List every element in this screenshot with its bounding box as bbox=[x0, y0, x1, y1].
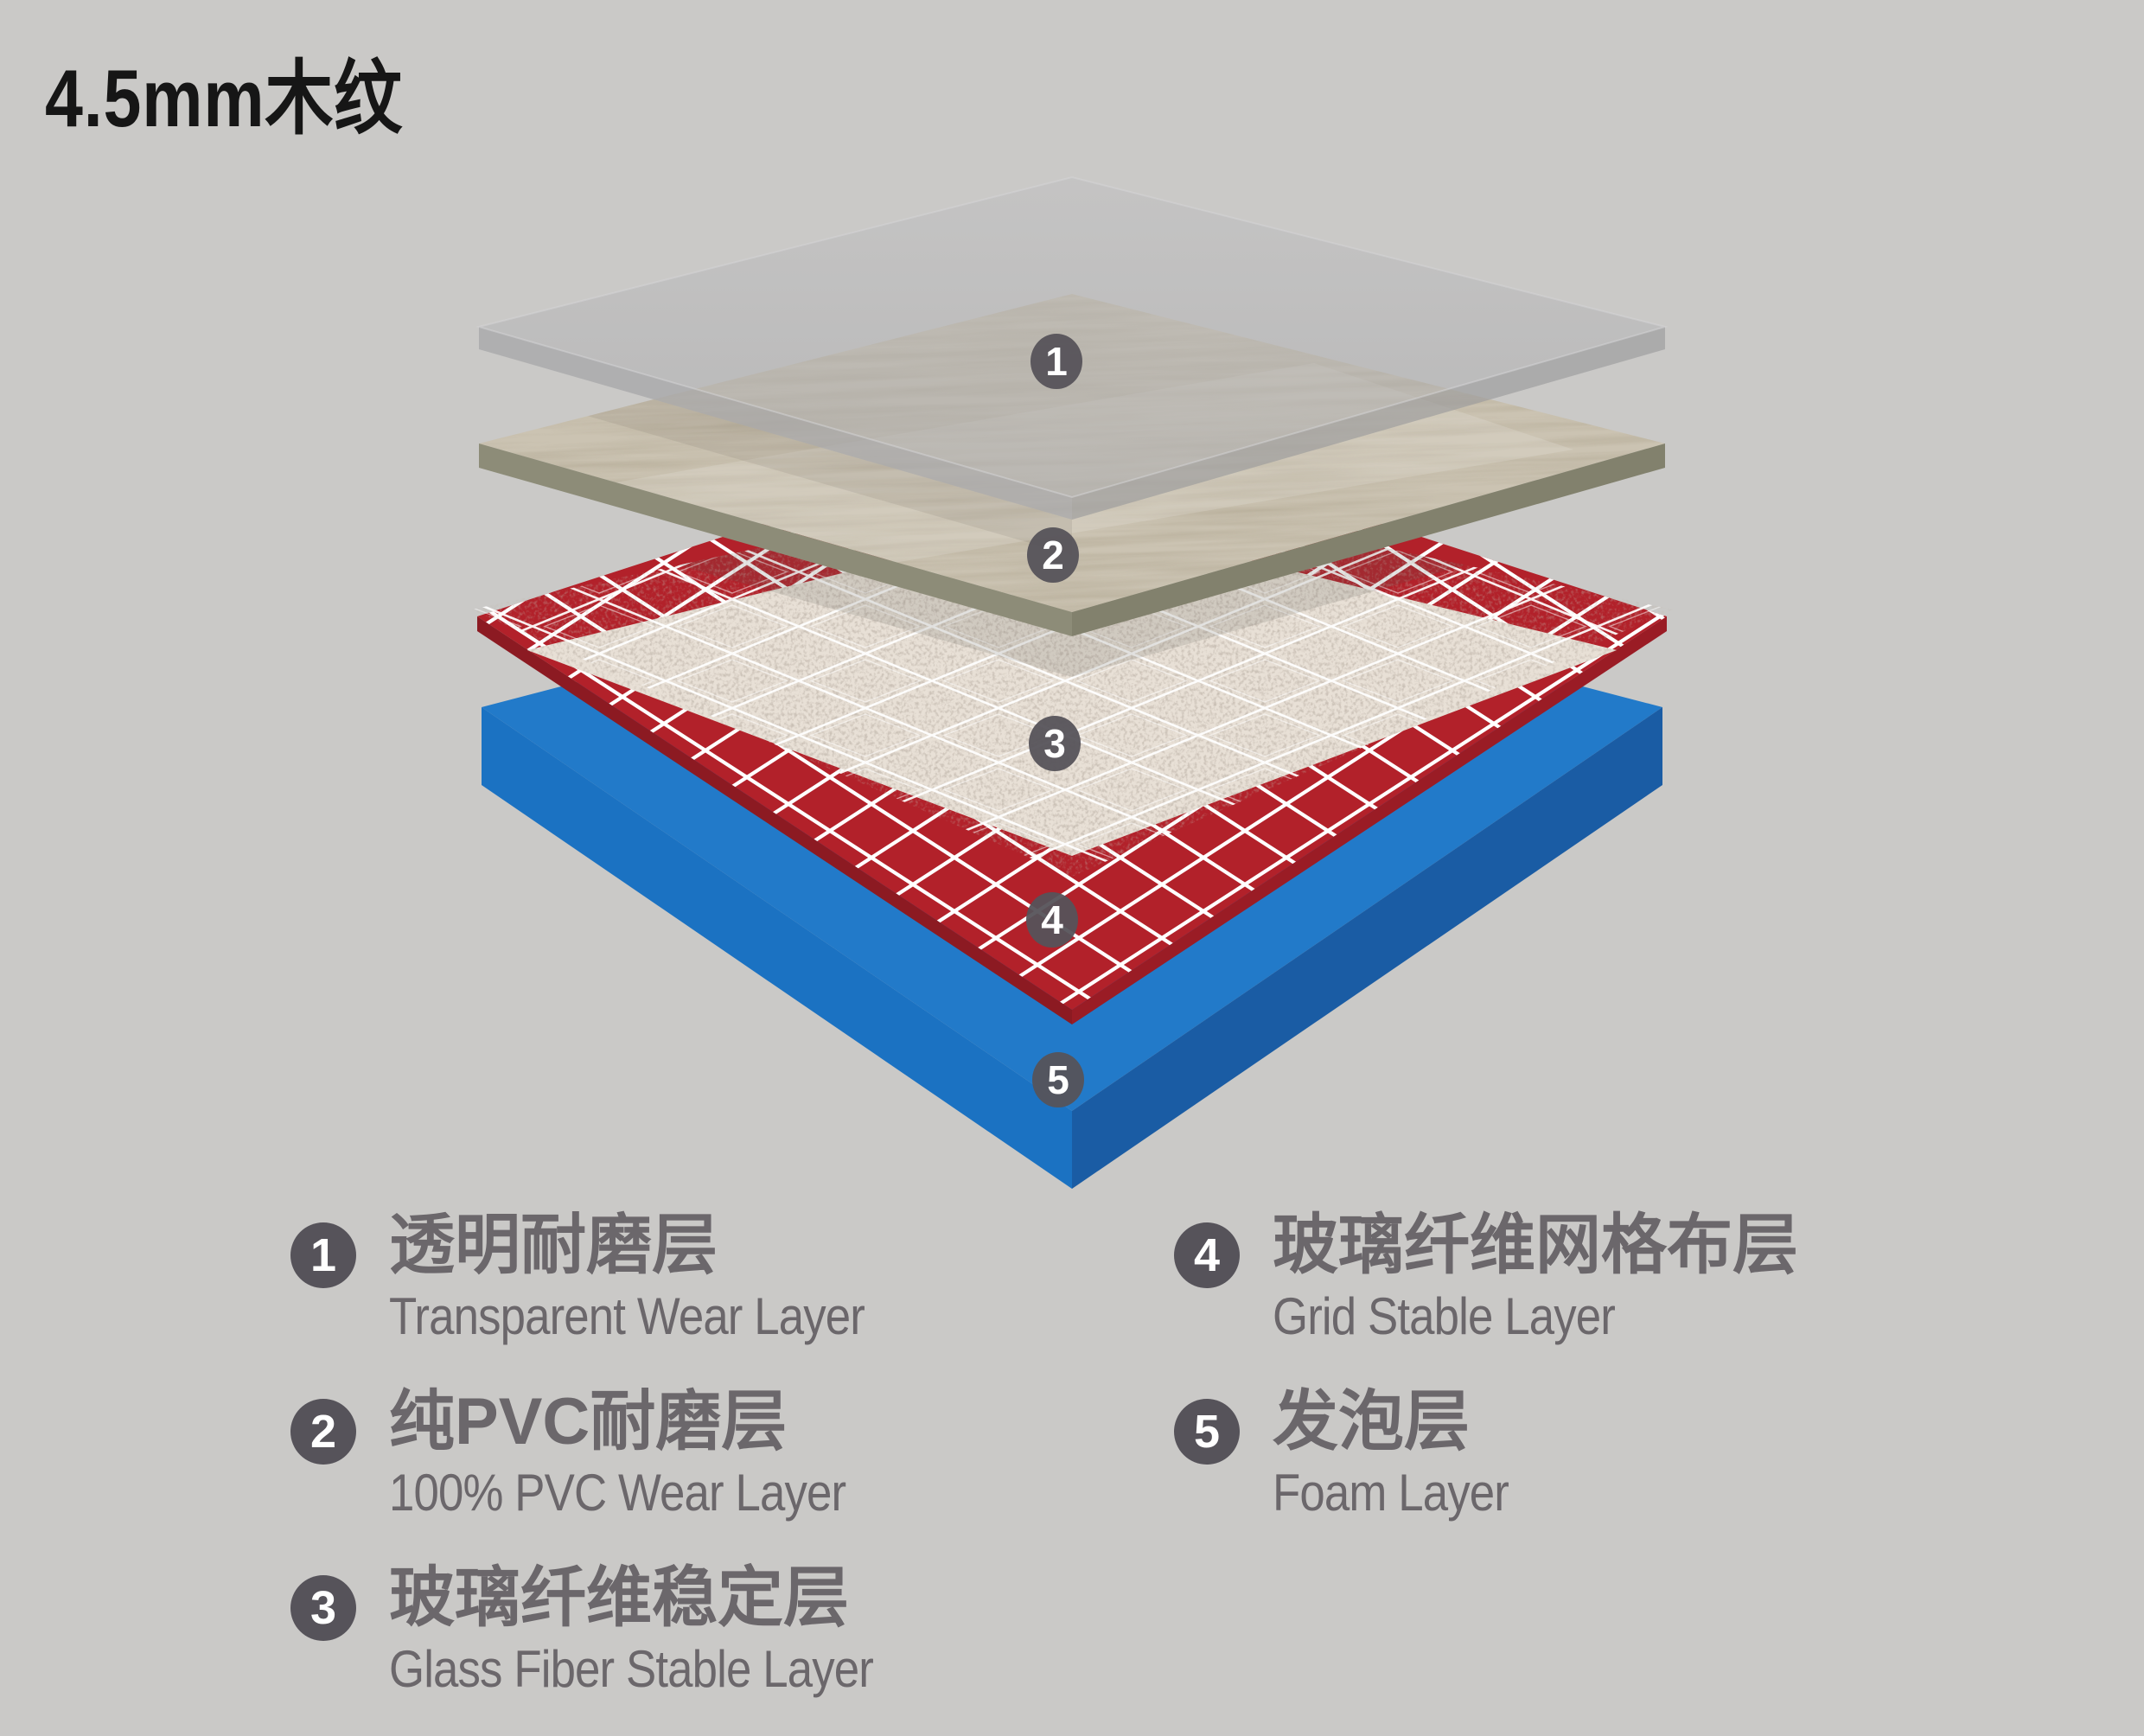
legend-badge-4: 4 bbox=[1174, 1222, 1240, 1288]
diagram-badge-5-number: 5 bbox=[1047, 1057, 1069, 1102]
legend-label-zh-2: 纯PVC耐磨层 bbox=[389, 1385, 788, 1458]
diagram-badge-3: 3 bbox=[1029, 716, 1081, 771]
legend-label-zh-1: 透明耐磨层 bbox=[389, 1209, 718, 1282]
diagram-badge-3-number: 3 bbox=[1043, 721, 1066, 766]
legend-item-glass-fiber-stable-layer: 3 玻璃纤维稳定层 Glass Fiber Stable Layer bbox=[290, 1561, 939, 1699]
legend-label-en-1: Transparent Wear Layer bbox=[389, 1287, 865, 1346]
diagram-badge-2: 2 bbox=[1027, 527, 1079, 583]
legend-label-en-3: Glass Fiber Stable Layer bbox=[389, 1640, 874, 1699]
legend-item-foam-layer: 5 发泡层 Foam Layer bbox=[1174, 1385, 1541, 1522]
diagram-badge-4-number: 4 bbox=[1041, 897, 1063, 942]
diagram-badge-5: 5 bbox=[1032, 1052, 1084, 1107]
legend-item-pvc-wear-layer: 2 纯PVC耐磨层 100% PVC Wear Layer bbox=[290, 1385, 908, 1522]
legend-label-en-5: Foam Layer bbox=[1273, 1464, 1509, 1522]
legend-badge-2: 2 bbox=[290, 1399, 356, 1465]
legend-item-transparent-wear-layer: 1 透明耐磨层 Transparent Wear Layer bbox=[290, 1209, 929, 1346]
diagram-badge-1: 1 bbox=[1031, 334, 1082, 389]
legend-label-en-2: 100% PVC Wear Layer bbox=[389, 1464, 846, 1522]
diagram-badge-4: 4 bbox=[1026, 892, 1078, 948]
diagram-badge-2-number: 2 bbox=[1042, 533, 1064, 578]
legend-badge-3: 3 bbox=[290, 1575, 356, 1641]
legend-label-en-4: Grid Stable Layer bbox=[1273, 1287, 1616, 1346]
page-title: 4.5mm木纹 bbox=[45, 53, 403, 144]
legend-label-zh-3: 玻璃纤维稳定层 bbox=[389, 1561, 849, 1635]
legend-label-zh-4: 玻璃纤维网格布层 bbox=[1273, 1209, 1798, 1282]
legend-item-grid-stable-layer: 4 玻璃纤维网格布层 Grid Stable Layer bbox=[1174, 1209, 1798, 1346]
legend-badge-1: 1 bbox=[290, 1222, 356, 1288]
legend-badge-5: 5 bbox=[1174, 1399, 1240, 1465]
diagram-badge-1-number: 1 bbox=[1045, 339, 1068, 384]
fiber-mesh-overlay bbox=[471, 481, 1673, 877]
legend-label-zh-5: 发泡层 bbox=[1273, 1385, 1470, 1458]
layer-transparent bbox=[475, 176, 1669, 520]
